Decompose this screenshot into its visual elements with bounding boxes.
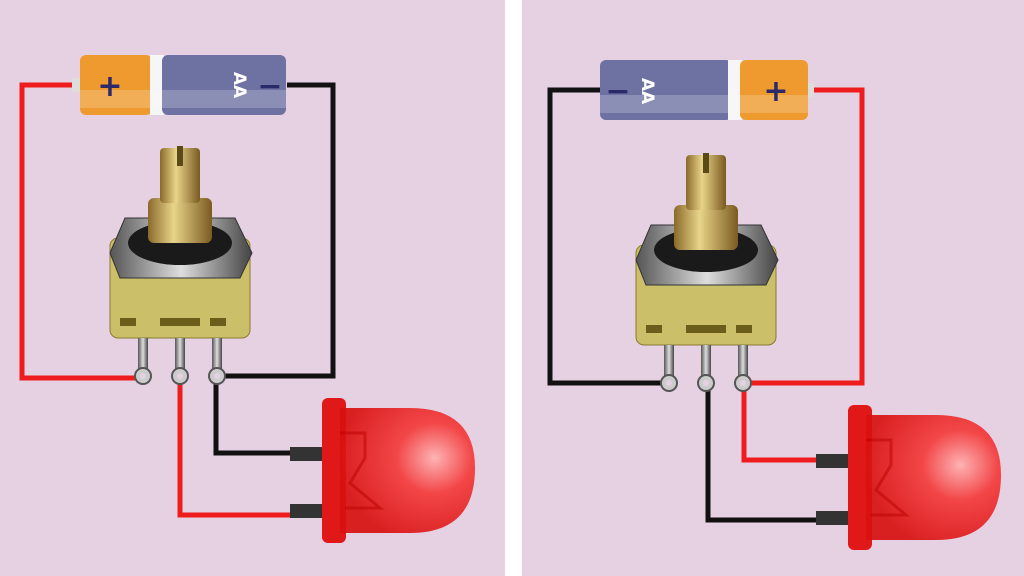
battery-plus-label: + <box>763 74 788 109</box>
black-wire-battery-to-pot <box>220 82 336 379</box>
left-circuit: + AA − <box>19 55 477 545</box>
divider <box>505 0 522 576</box>
battery: + AA − <box>72 55 286 115</box>
black-wire-pot-to-led <box>213 384 292 456</box>
red-wire-pot-to-led <box>177 384 292 518</box>
battery-type-label: AA <box>229 72 249 99</box>
battery-plus-label: + <box>97 69 122 104</box>
black-wire-pot-to-led <box>705 390 818 523</box>
red-wire-pot-to-led <box>741 390 818 463</box>
battery: − AA + <box>600 60 814 120</box>
black-wire-battery-to-pot <box>547 87 664 386</box>
red-wire-battery-to-pot <box>19 82 136 381</box>
wires <box>547 87 865 523</box>
battery-minus-label: − <box>605 74 630 109</box>
battery-type-label: AA <box>637 78 657 105</box>
wires <box>19 82 336 518</box>
right-circuit: − AA + <box>547 60 1003 552</box>
red-wire-battery-to-pot <box>750 87 865 386</box>
battery-minus-label: − <box>257 69 282 104</box>
